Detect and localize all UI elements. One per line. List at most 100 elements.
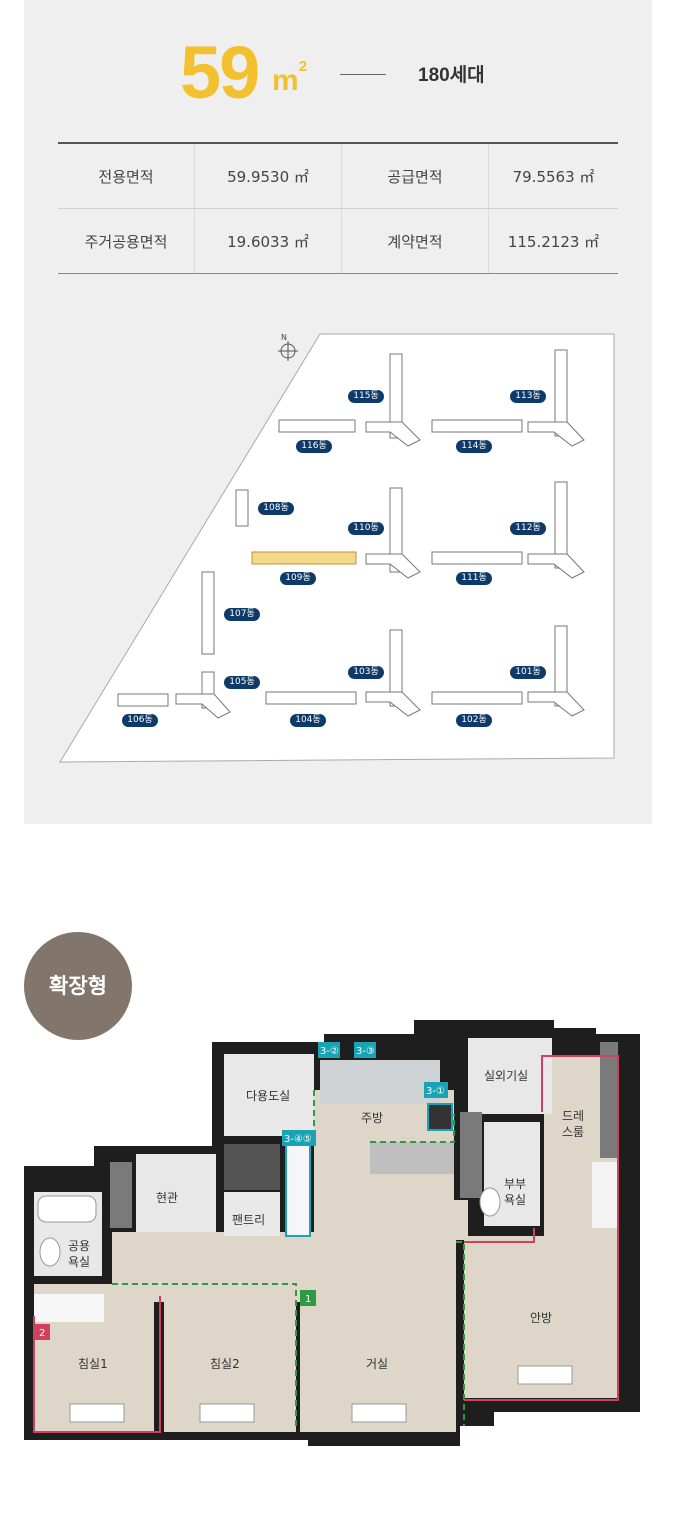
label-dress-room-1: 드레	[562, 1109, 584, 1123]
label-dress-room-2: 스룸	[562, 1125, 584, 1139]
building-label-101: 101동	[510, 666, 546, 679]
building-113-wing	[527, 421, 585, 447]
label-bedroom2: 침실2	[210, 1357, 240, 1371]
label-bedroom1: 침실1	[78, 1357, 108, 1371]
svg-text:3-③: 3-③	[356, 1046, 375, 1057]
svg-text:1: 1	[305, 1294, 311, 1305]
option-3-45-area	[285, 1143, 311, 1237]
building-112-wing	[527, 553, 585, 579]
building-footprints	[117, 349, 585, 719]
area-label: 공급면적	[341, 142, 489, 209]
option-3-1-area	[427, 1103, 453, 1131]
living-ac-icon	[351, 1403, 407, 1423]
label-outdoor-unit-room: 실외기실	[484, 1069, 528, 1083]
label-master-bath-1: 부부	[504, 1177, 526, 1191]
building-101-wing	[527, 691, 585, 717]
label-entrance: 현관	[156, 1191, 178, 1205]
boundary-lines	[33, 1055, 619, 1433]
floor-plan-drawing: 3-② 3-③ 3-① 3-④⑤ 1 2 다용도실 주방 실외기실 드레 스룸 …	[24, 1020, 640, 1446]
room-labels: 다용도실 주방 실외기실 드레 스룸 현관 팬트리 부부 욕실 공용 욕실 침실…	[68, 1069, 584, 1371]
area-value: 59.9530 ㎡	[194, 142, 342, 209]
building-label-105: 105동	[224, 676, 260, 689]
area-value: 79.5563 ㎡	[488, 142, 618, 209]
master-toilet-icon	[479, 1187, 501, 1217]
building-107-footprint	[201, 571, 215, 655]
marker-2	[34, 1324, 50, 1340]
building-label-112: 112동	[510, 522, 546, 535]
building-label-115: 115동	[348, 390, 384, 403]
label-master-bath-2: 욕실	[504, 1193, 526, 1207]
building-108-footprint	[235, 489, 249, 527]
svg-text:3-②: 3-②	[320, 1046, 339, 1057]
pantry-area	[224, 1192, 280, 1236]
heading-divider	[340, 74, 386, 75]
closet-blocks	[110, 1042, 618, 1228]
label-master-bedroom: 안방	[530, 1311, 552, 1325]
building-label-110: 110동	[348, 522, 384, 535]
label-kitchen: 주방	[361, 1111, 383, 1125]
unit-size-heading: 59 m2 180세대	[180, 30, 580, 114]
area-label: 계약면적	[341, 208, 489, 274]
fixtures	[37, 1187, 573, 1423]
building-105-wing	[175, 693, 231, 719]
building-102-footprint	[431, 691, 523, 705]
label-common-bath-1: 공용	[68, 1239, 90, 1253]
master-ac-icon	[517, 1365, 573, 1385]
building-label-113: 113동	[510, 390, 546, 403]
table-row: 주거공용면적 19.6033 ㎡ 계약면적 115.2123 ㎡	[58, 208, 618, 274]
building-label-102: 102동	[456, 714, 492, 727]
toilet-icon	[39, 1237, 61, 1267]
unit-size-unit: m2	[272, 58, 308, 97]
entrance-area	[136, 1154, 216, 1232]
area-label: 전용면적	[58, 142, 195, 209]
outdoor-unit-area	[468, 1038, 552, 1114]
area-value: 19.6033 ㎡	[194, 208, 342, 274]
utility-rooms	[34, 1038, 618, 1322]
building-115-footprint	[389, 353, 403, 439]
option-markers: 3-② 3-③ 3-① 3-④⑤ 1 2	[34, 1042, 448, 1340]
multi-room-area	[224, 1054, 314, 1136]
svg-text:2: 2	[39, 1328, 45, 1339]
building-label-108: 108동	[258, 502, 294, 515]
compass-icon: N	[278, 333, 298, 361]
label-multi-room: 다용도실	[246, 1089, 290, 1103]
area-table: 전용면적 59.9530 ㎡ 공급면적 79.5563 ㎡ 주거공용면적 19.…	[58, 142, 618, 274]
site-map: N	[24, 320, 652, 780]
area-label: 주거공용면적	[58, 208, 195, 274]
building-116-footprint	[278, 419, 356, 433]
floor-plan: 3-② 3-③ 3-① 3-④⑤ 1 2 다용도실 주방 실외기실 드레 스룸 …	[24, 1016, 648, 1460]
building-110-wing	[365, 553, 421, 579]
floor-areas	[34, 1056, 618, 1432]
svg-text:3-④⑤: 3-④⑤	[284, 1134, 312, 1145]
bedroom2-ac-icon	[199, 1403, 255, 1423]
marker-3-2	[318, 1042, 340, 1058]
bedroom1-ac-icon	[69, 1403, 125, 1423]
marker-1	[300, 1290, 316, 1306]
label-living-room: 거실	[366, 1357, 388, 1371]
building-104-footprint	[265, 691, 357, 705]
building-label-107: 107동	[224, 608, 260, 621]
unit-size-number: 59	[180, 31, 260, 114]
site-map-drawing: N	[59, 333, 615, 763]
shoe-closet	[224, 1144, 280, 1190]
label-pantry: 팬트리	[232, 1213, 265, 1227]
bedroom1-closet	[34, 1294, 104, 1322]
building-109-highlight	[251, 551, 357, 565]
table-row: 전용면적 59.9530 ㎡ 공급면적 79.5563 ㎡	[58, 142, 618, 209]
building-label-116: 116동	[296, 440, 332, 453]
building-114-footprint	[431, 419, 523, 433]
building-label-106: 106동	[122, 714, 158, 727]
building-111-footprint	[431, 551, 523, 565]
dress-room-closet	[592, 1162, 618, 1228]
building-103-wing	[365, 691, 421, 717]
marker-3-45	[282, 1130, 316, 1146]
marker-3-3	[354, 1042, 376, 1058]
building-label-111: 111동	[456, 572, 492, 585]
building-115-wing	[365, 421, 421, 447]
marker-3-1	[424, 1082, 448, 1098]
area-value: 115.2123 ㎡	[488, 208, 618, 274]
compass-label: N	[281, 333, 287, 342]
plan-type-badge: 확장형	[24, 932, 132, 1040]
household-count: 180세대	[418, 65, 485, 86]
building-label-104: 104동	[290, 714, 326, 727]
